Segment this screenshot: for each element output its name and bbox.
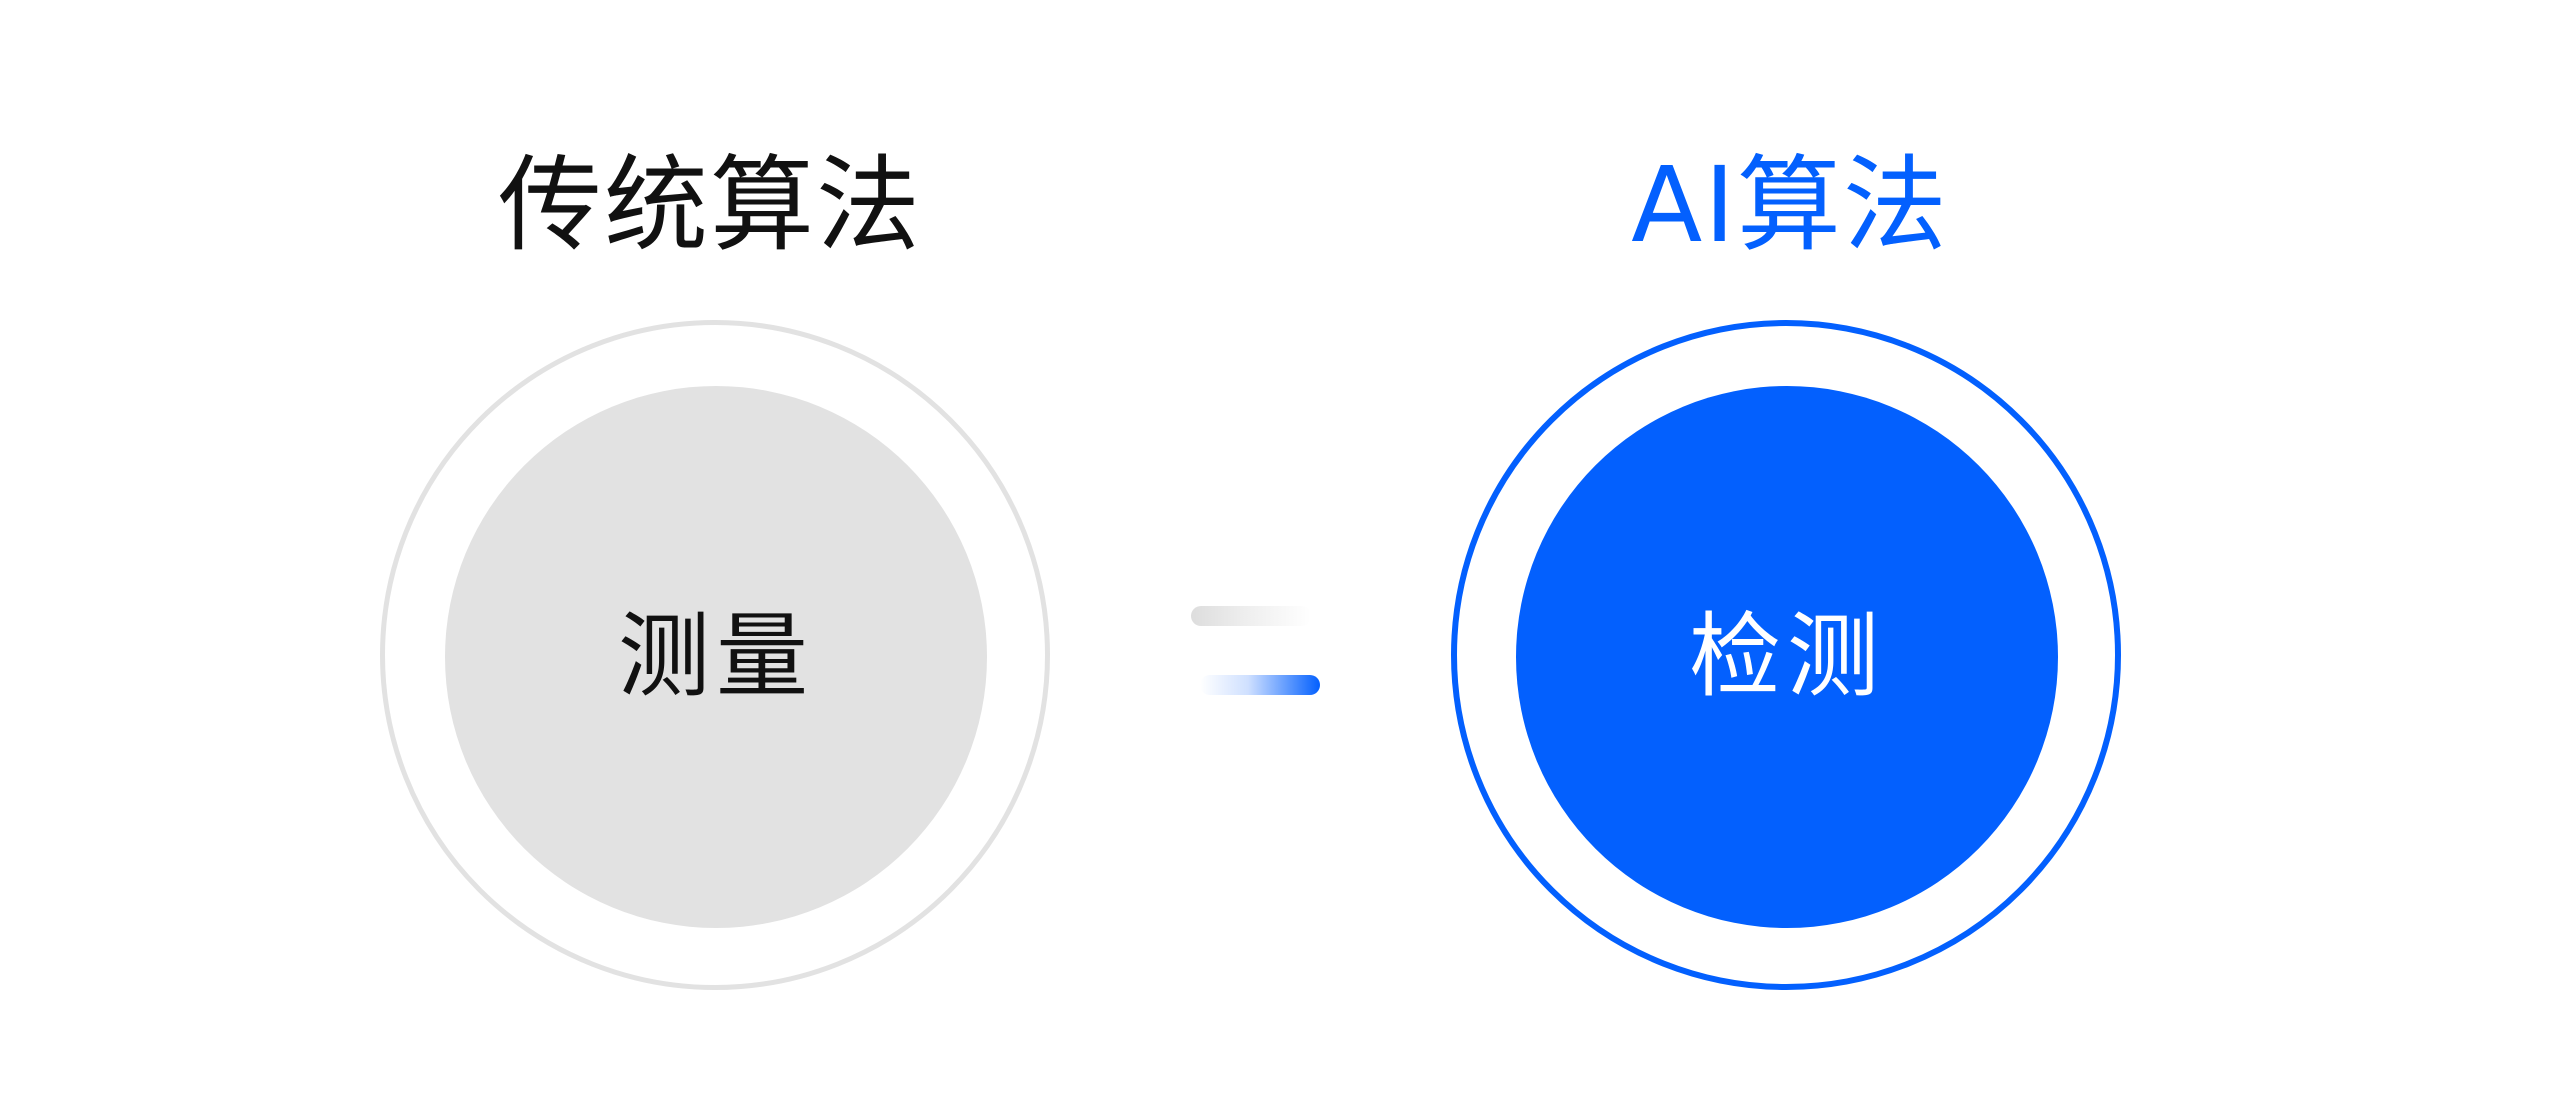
traditional-inner-disc: 测量: [445, 386, 987, 928]
detection-label: 检测: [1688, 603, 1885, 710]
exchange-arrow-left-icon: [1191, 606, 1311, 626]
traditional-outer-ring: [380, 320, 1050, 990]
exchange-arrow-right-icon: [1200, 675, 1320, 695]
ai-algorithm-title: AI算法: [1631, 144, 1949, 266]
ai-inner-disc: 检测: [1516, 386, 2058, 928]
traditional-algorithm-title: 传统算法: [497, 144, 922, 266]
ai-outer-ring: [1451, 320, 2121, 990]
measurement-label: 测量: [617, 603, 814, 710]
